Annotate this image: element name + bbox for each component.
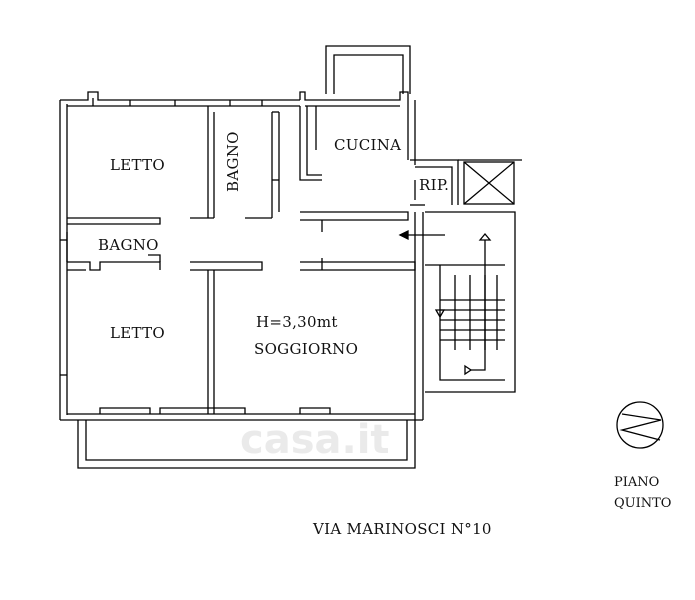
room-label-letto-top: LETTO [110,156,165,174]
room-label-letto-bottom: LETTO [110,324,165,342]
floor-label-line1: PIANO [614,475,659,490]
north-compass [616,401,664,449]
room-label-bagno-small: BAGNO [98,236,159,254]
outer-walls [59,91,459,421]
top-balcony [325,45,411,94]
ceiling-height-note: H=3,30mt [256,313,338,331]
stairwell [425,211,516,393]
address-label: VIA MARINOSCI N°10 [312,520,492,538]
room-label-soggiorno: SOGGIORNO [254,340,358,358]
elevator-shaft [458,159,522,205]
entrance-arrow [398,229,492,376]
room-label-cucina: CUCINA [334,136,401,154]
room-label-rip: RIP. [419,176,449,194]
bottom-balcony [77,420,416,469]
room-label-bagno-vertical: BAGNO [224,131,242,192]
interior-walls [60,100,416,414]
casa-watermark: casa.it [240,417,390,463]
floor-label-line2: QUINTO [614,496,671,511]
